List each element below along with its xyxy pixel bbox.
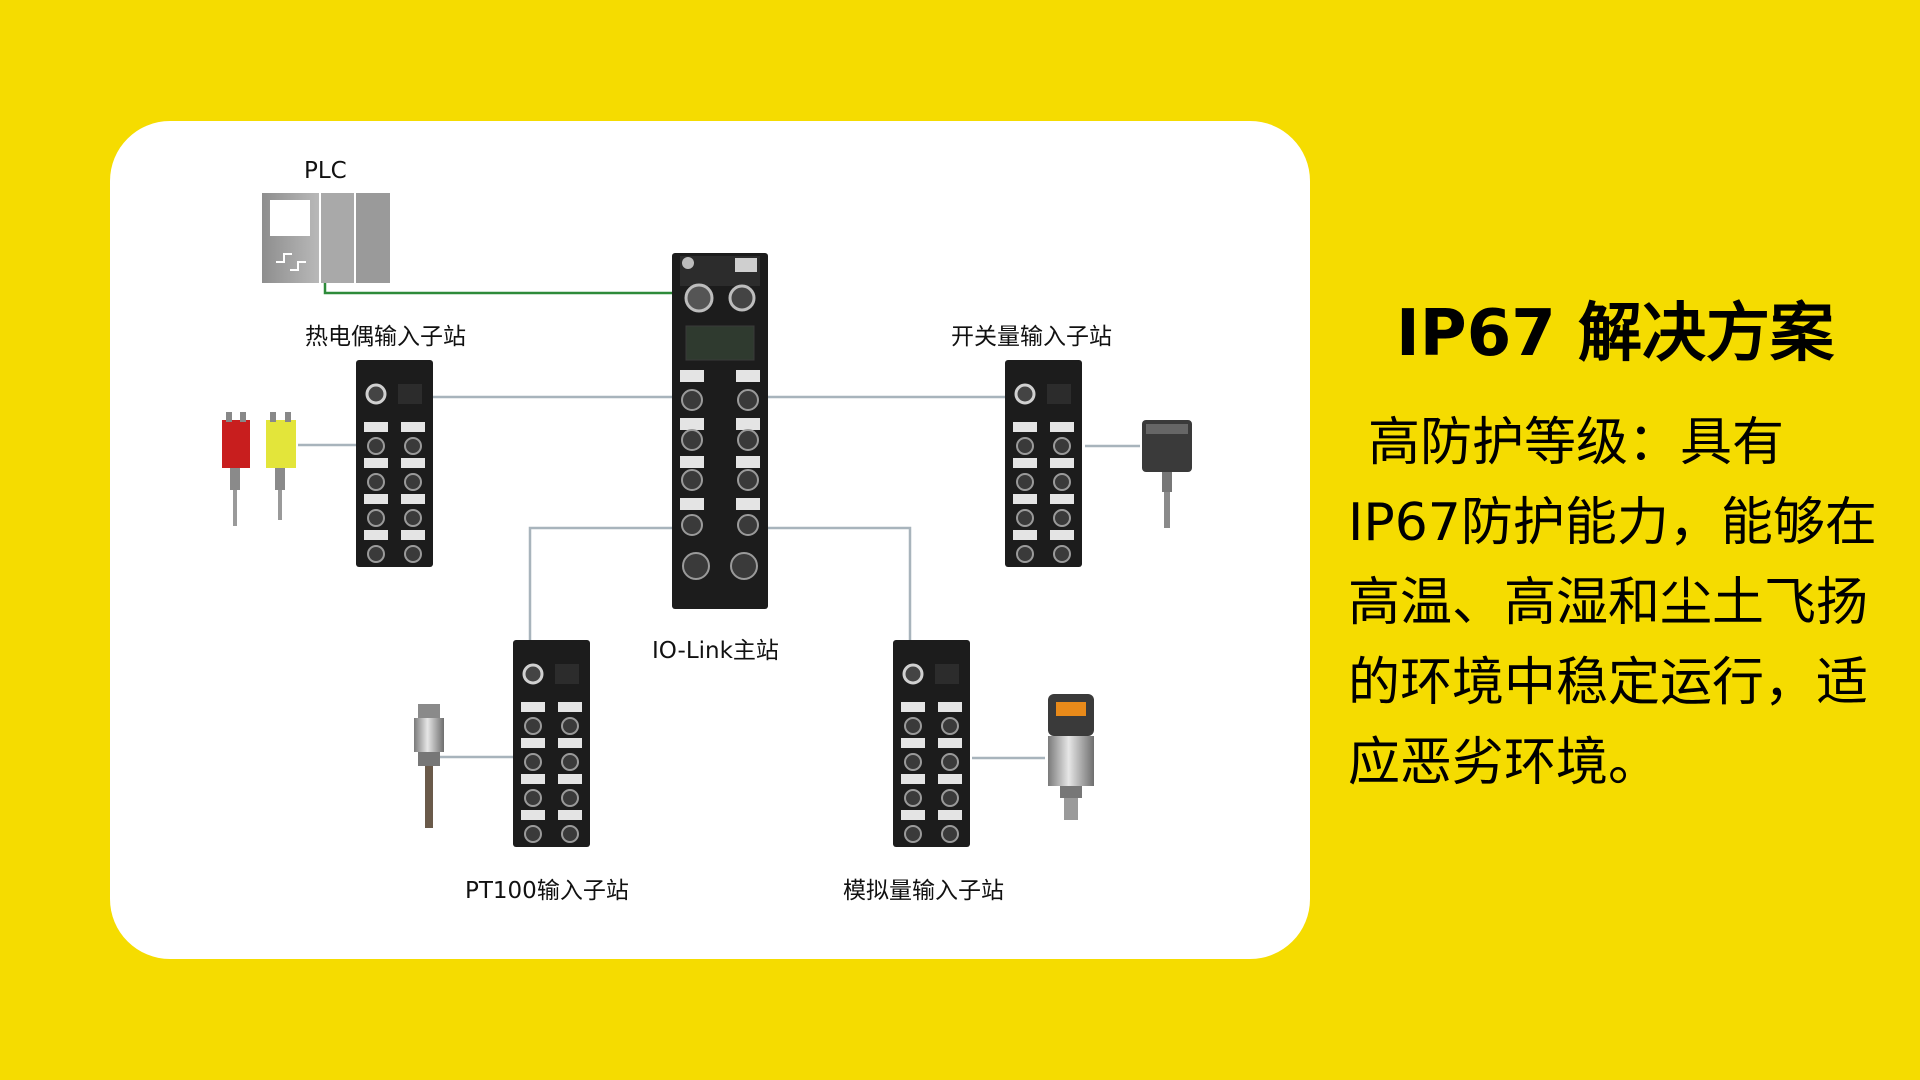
analog-slave-device: [893, 640, 970, 847]
plc-to-master-line: [323, 280, 672, 295]
switch-input-label: 开关量输入子站: [951, 324, 1112, 350]
connection-lines: [298, 280, 1140, 760]
pt100-slave-device: [513, 640, 590, 847]
switch-slave-device: [1005, 360, 1082, 567]
plc-label: PLC: [304, 158, 347, 184]
thermocouple-slave-device: [356, 360, 433, 567]
slave-devices: [356, 360, 1082, 847]
analog-label: 模拟量输入子站: [843, 878, 1004, 904]
switch-sensor-icon: [1142, 420, 1192, 528]
thermocouple-label: 热电偶输入子站: [305, 324, 466, 350]
analog-sensor-icon: [1048, 694, 1094, 820]
panel-body: 高防护等级：具有IP67防护能力，能够在高温、高湿和尘土飞扬的环境中稳定运行，适…: [1348, 413, 1877, 793]
io-link-master-device: [672, 253, 768, 609]
panel-title: IP67 解决方案: [1395, 297, 1835, 371]
plc-icon: [262, 193, 390, 283]
thermocouple-sensor-icon: [222, 412, 296, 526]
master-label: IO-Link主站: [652, 638, 779, 664]
pt100-link-line: [528, 526, 672, 643]
analog-link-line: [768, 526, 912, 643]
pt100-label: PT100输入子站: [465, 878, 629, 904]
pt100-sensor-icon: [414, 704, 444, 828]
